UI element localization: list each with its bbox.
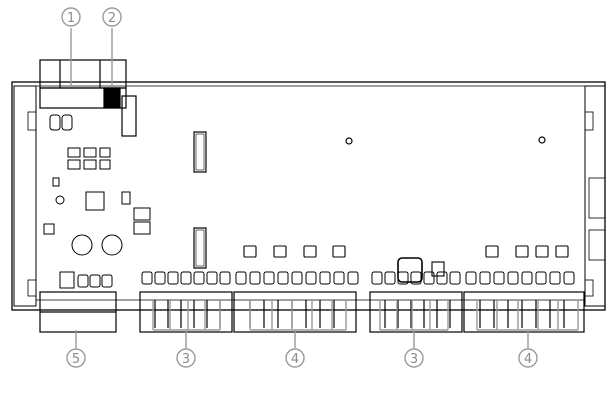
- svg-text:2: 2: [108, 11, 116, 26]
- callout-4-left: 4: [285, 348, 305, 368]
- relay-blocks: [243, 245, 569, 283]
- svg-text:5: 5: [72, 352, 80, 367]
- svg-text:4: 4: [524, 352, 532, 367]
- callout-3-left: 3: [176, 348, 196, 368]
- callout-leaders: [70, 28, 579, 348]
- top-connector-block: [39, 59, 137, 137]
- callout-5: 5: [66, 348, 86, 368]
- callout-1: 1: [61, 7, 81, 27]
- left-components: [43, 114, 151, 289]
- vertical-headers: [193, 131, 546, 269]
- svg-text:4: 4: [291, 352, 299, 367]
- terminal-row: [141, 271, 575, 285]
- svg-text:1: 1: [67, 11, 75, 26]
- svg-text:3: 3: [182, 352, 190, 367]
- board-housing: [11, 81, 606, 311]
- callout-4-right: 4: [518, 348, 538, 368]
- svg-text:3: 3: [410, 352, 418, 367]
- callout-2: 2: [102, 7, 122, 27]
- callout-3-right: 3: [404, 348, 424, 368]
